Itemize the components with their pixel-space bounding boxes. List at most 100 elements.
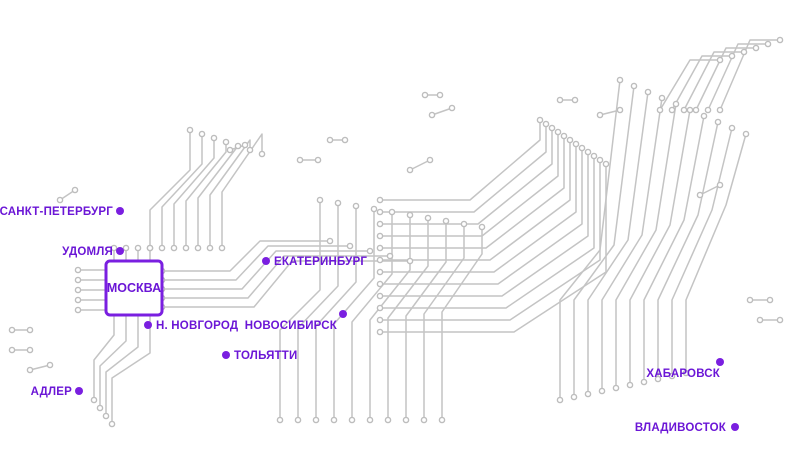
city-label-ekaterinburg: ЕКАТЕРИНБУРГ bbox=[274, 256, 367, 268]
circuit-pad bbox=[146, 244, 154, 252]
circuit-pad bbox=[8, 346, 16, 354]
circuit-pad bbox=[90, 396, 98, 404]
circuit-pad bbox=[108, 420, 116, 428]
circuit-pad bbox=[326, 237, 334, 245]
circuit-pad bbox=[548, 124, 556, 132]
circuit-pad bbox=[686, 106, 694, 114]
circuit-trace bbox=[29, 364, 51, 371]
circuit-pad bbox=[406, 211, 414, 219]
circuit-trace bbox=[197, 145, 239, 249]
circuit-pad bbox=[74, 276, 82, 284]
circuit-pad bbox=[376, 196, 384, 204]
circuit-pad bbox=[258, 150, 266, 158]
circuit-pad bbox=[376, 316, 384, 324]
city-label-vladivostok: ВЛАДИВОСТОК bbox=[635, 422, 727, 434]
circuit-pad bbox=[640, 378, 648, 386]
circuit-trace bbox=[387, 217, 429, 421]
circuit-trace bbox=[105, 314, 139, 417]
circuit-pad bbox=[218, 244, 226, 252]
circuit-trace bbox=[409, 159, 431, 171]
circuit-pad bbox=[700, 112, 708, 120]
city-marker-togliatti[interactable]: ТОЛЬЯТТИ bbox=[222, 350, 297, 362]
city-label-togliatti: ТОЛЬЯТТИ bbox=[234, 350, 297, 362]
circuit-trace bbox=[695, 47, 757, 111]
circuit-trace bbox=[379, 139, 571, 261]
city-dot bbox=[116, 207, 124, 215]
circuit-pad bbox=[598, 387, 606, 395]
circuit-pad bbox=[616, 76, 624, 84]
circuit-pad bbox=[276, 416, 284, 424]
circuit-pad bbox=[420, 416, 428, 424]
circuit-pad bbox=[326, 136, 334, 144]
circuit-trace bbox=[423, 223, 465, 421]
circuit-pad bbox=[746, 296, 754, 304]
circuit-pad bbox=[596, 156, 604, 164]
circuit-pad bbox=[370, 205, 378, 213]
moscow-hub-box bbox=[104, 259, 164, 317]
circuit-trace bbox=[629, 109, 691, 386]
city-dot bbox=[222, 351, 230, 359]
city-label-nnovgorod: Н. НОВГОРОД bbox=[156, 320, 238, 332]
circuit-pad bbox=[672, 100, 680, 108]
circuit-pad bbox=[436, 91, 444, 99]
circuit-pad bbox=[170, 244, 178, 252]
city-marker-ekaterinburg[interactable]: ЕКАТЕРИНБУРГ bbox=[262, 256, 367, 268]
circuit-pad bbox=[560, 132, 568, 140]
city-label-spb: САНКТ-ПЕТЕРБУРГ bbox=[0, 206, 113, 218]
circuit-pad bbox=[26, 326, 34, 334]
circuit-pad bbox=[668, 106, 676, 114]
circuit-trace bbox=[379, 159, 601, 321]
circuit-trace bbox=[699, 184, 721, 196]
circuit-trace bbox=[221, 133, 263, 249]
circuit-pad bbox=[424, 214, 432, 222]
circuit-pad bbox=[366, 247, 374, 255]
circuit-pad bbox=[56, 196, 64, 204]
circuit-pad bbox=[376, 280, 384, 288]
city-dot bbox=[339, 310, 347, 318]
circuit-pad bbox=[330, 416, 338, 424]
circuit-pad bbox=[110, 244, 118, 252]
city-dot bbox=[116, 247, 124, 255]
circuit-pad bbox=[348, 416, 356, 424]
circuit-pad bbox=[296, 156, 304, 164]
circuit-pad bbox=[96, 404, 104, 412]
city-marker-spb[interactable]: САНКТ-ПЕТЕРБУРГ bbox=[0, 206, 124, 218]
circuit-pad bbox=[194, 244, 202, 252]
circuit-trace bbox=[599, 109, 621, 116]
city-label-udomlya: УДОМЛЯ bbox=[62, 246, 113, 258]
circuit-trace bbox=[601, 97, 663, 392]
circuit-pad bbox=[776, 316, 784, 324]
circuit-pad bbox=[716, 106, 724, 114]
circuit-pad bbox=[602, 160, 610, 168]
city-marker-adler[interactable]: АДЛЕР bbox=[31, 386, 83, 398]
circuit-pad bbox=[26, 366, 34, 374]
circuit-trace bbox=[657, 121, 719, 380]
circuit-pad bbox=[572, 140, 580, 148]
circuit-trace bbox=[379, 151, 589, 297]
circuit-trace bbox=[185, 141, 227, 249]
circuit-pad bbox=[656, 106, 664, 114]
circuit-trace bbox=[161, 240, 331, 272]
circuit-pad bbox=[571, 96, 579, 104]
circuit-trace bbox=[99, 314, 127, 409]
circuit-pad bbox=[566, 136, 574, 144]
city-marker-khabarovsk[interactable]: ХАБАРОВСК bbox=[646, 358, 724, 380]
city-dot bbox=[144, 321, 152, 329]
circuit-pad bbox=[8, 326, 16, 334]
city-marker-udomlya[interactable]: УДОМЛЯ bbox=[62, 246, 124, 258]
city-marker-vladivostok[interactable]: ВЛАДИВОСТОК bbox=[635, 422, 739, 434]
circuit-pad bbox=[384, 416, 392, 424]
circuit-trace bbox=[279, 199, 321, 421]
circuit-pad bbox=[728, 124, 736, 132]
circuit-trace bbox=[643, 115, 705, 383]
circuit-trace bbox=[379, 131, 559, 237]
city-label-novosibirsk: НОВОСИБИРСК bbox=[245, 320, 338, 332]
circuit-pad bbox=[376, 268, 384, 276]
circuit-pad bbox=[226, 146, 234, 154]
moscow-hub[interactable]: МОСКВА bbox=[104, 259, 164, 317]
circuit-pad bbox=[376, 232, 384, 240]
city-marker-novosibirsk[interactable]: НОВОСИБИРСК bbox=[245, 310, 347, 332]
circuit-pad bbox=[714, 118, 722, 126]
circuit-pad bbox=[630, 82, 638, 90]
city-marker-nnovgorod[interactable]: Н. НОВГОРОД bbox=[144, 320, 238, 332]
